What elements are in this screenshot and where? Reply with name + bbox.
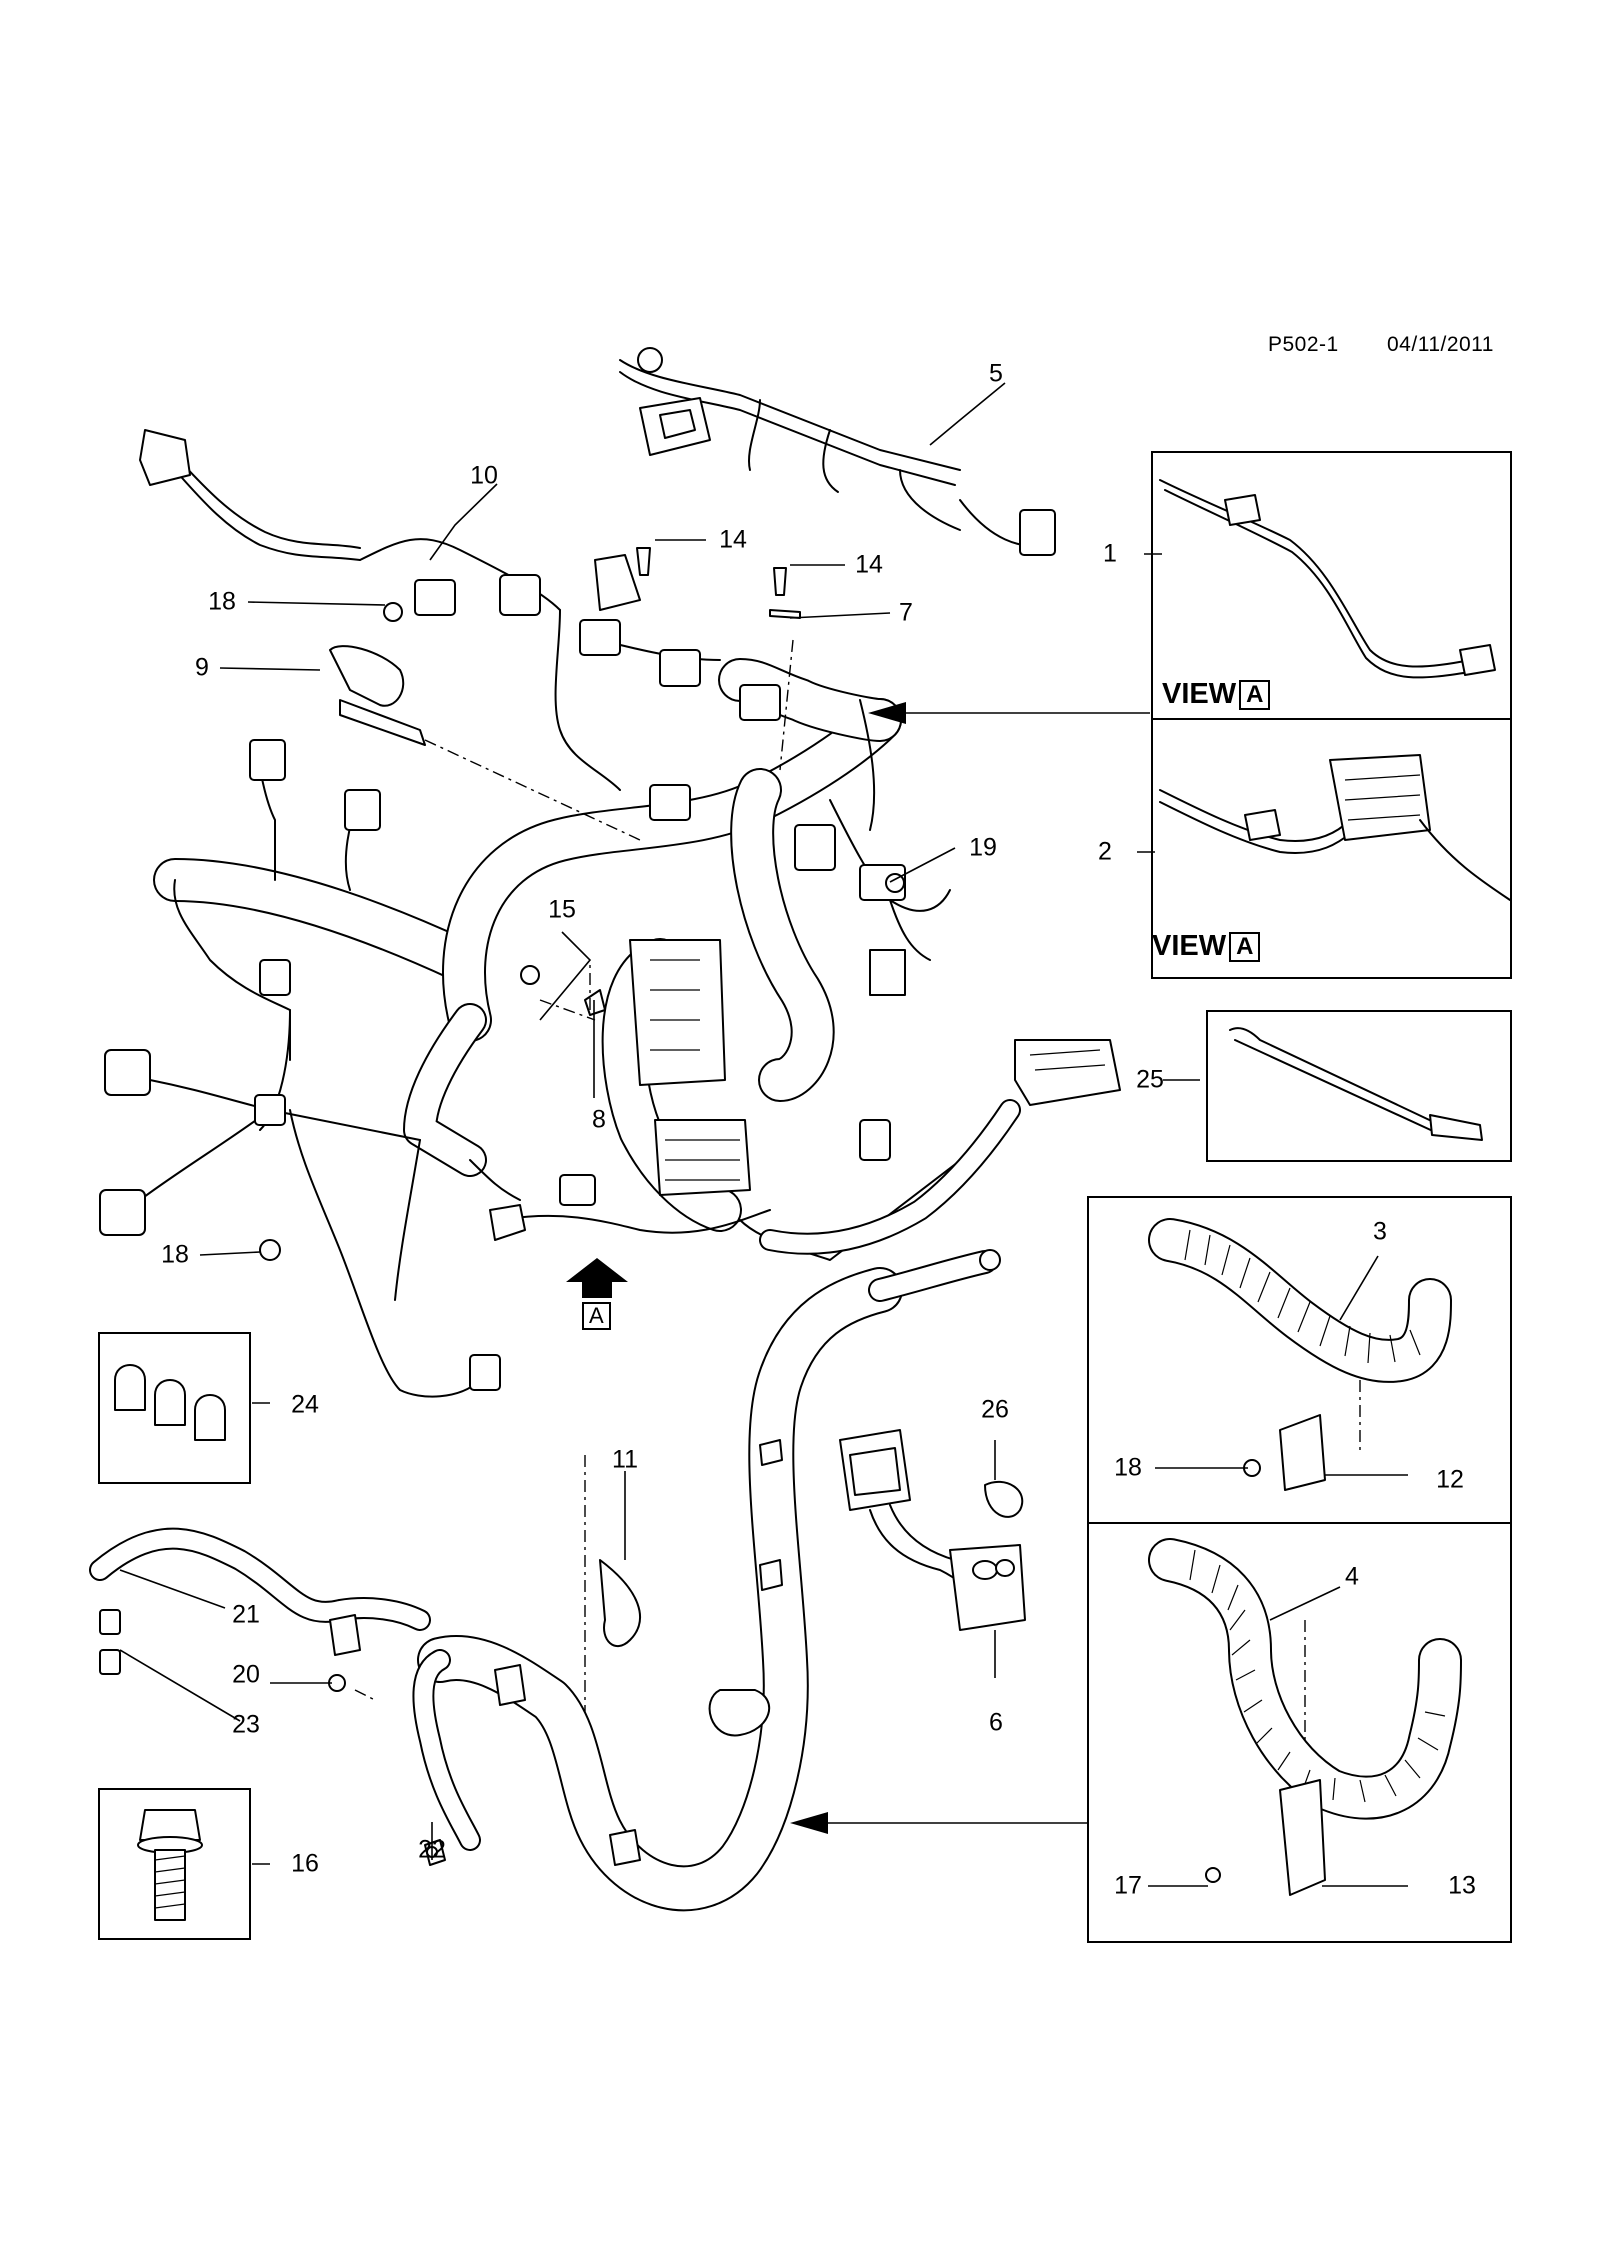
callout-17: 17 bbox=[1114, 1871, 1142, 1900]
callout-18b: 18 bbox=[161, 1240, 189, 1269]
reference-arrows bbox=[790, 702, 1150, 1834]
inset-view-a-2 bbox=[1151, 718, 1512, 979]
callout-1: 1 bbox=[1103, 539, 1117, 568]
part-3-harness bbox=[1148, 1218, 1452, 1491]
part-25-cable-tie bbox=[1229, 1027, 1483, 1141]
callout-10: 10 bbox=[470, 461, 498, 490]
part-16-bolt bbox=[137, 1809, 203, 1921]
callout-14a: 14 bbox=[719, 525, 747, 554]
callout-9: 9 bbox=[195, 653, 209, 682]
callout-22: 22 bbox=[418, 1835, 446, 1864]
callout-12: 12 bbox=[1436, 1465, 1464, 1494]
inset-clip-24 bbox=[98, 1332, 251, 1484]
callout-21: 21 bbox=[232, 1600, 260, 1629]
callout-6: 6 bbox=[989, 1708, 1003, 1737]
callout-4: 4 bbox=[1345, 1562, 1359, 1591]
leader-lines bbox=[119, 382, 1408, 1887]
part-5-injector-harness bbox=[619, 347, 1056, 556]
view-label-text: VIEW bbox=[1162, 678, 1237, 710]
view-marker-box: A bbox=[1229, 931, 1261, 962]
view-a-label-2: VIEW A bbox=[1152, 930, 1261, 963]
callout-8: 8 bbox=[592, 1105, 606, 1134]
inset-cable-tie bbox=[1206, 1010, 1512, 1162]
callout-19: 19 bbox=[969, 833, 997, 862]
diagram-date: 04/11/2011 bbox=[1387, 333, 1494, 356]
part-4-harness bbox=[1148, 1538, 1462, 1896]
view-marker-box: A bbox=[1239, 679, 1271, 710]
callout-15: 15 bbox=[548, 895, 576, 924]
battery-cable-harness bbox=[89, 1249, 1001, 1912]
callout-13: 13 bbox=[1448, 1871, 1476, 1900]
callout-24: 24 bbox=[291, 1390, 319, 1419]
view-a-marker: A bbox=[582, 1302, 611, 1330]
view-a-details bbox=[1159, 479, 1511, 901]
callout-5: 5 bbox=[989, 359, 1003, 388]
callout-7: 7 bbox=[899, 598, 913, 627]
callout-16: 16 bbox=[291, 1849, 319, 1878]
diagram-reference-code: P502-1 bbox=[1268, 333, 1339, 356]
callout-23: 23 bbox=[232, 1710, 260, 1739]
callout-18a: 18 bbox=[208, 587, 236, 616]
main-engine-harness bbox=[99, 429, 1121, 1398]
inset-bolt-16 bbox=[98, 1788, 251, 1940]
callout-18c: 18 bbox=[1114, 1453, 1142, 1482]
callout-20: 20 bbox=[232, 1660, 260, 1689]
inset-harness-4 bbox=[1087, 1522, 1512, 1943]
callout-14b: 14 bbox=[855, 550, 883, 579]
callout-25: 25 bbox=[1136, 1065, 1164, 1094]
view-a-label-1: VIEW A bbox=[1162, 678, 1271, 711]
callout-3: 3 bbox=[1373, 1217, 1387, 1246]
part-26-clip bbox=[984, 1480, 1024, 1518]
view-label-text: VIEW bbox=[1152, 930, 1227, 962]
view-a-arrow bbox=[566, 1258, 628, 1298]
part-24-clips bbox=[114, 1364, 226, 1441]
callout-2: 2 bbox=[1098, 837, 1112, 866]
part-6-connector bbox=[839, 1429, 1026, 1631]
callout-11: 11 bbox=[612, 1445, 638, 1474]
callout-26: 26 bbox=[981, 1395, 1009, 1424]
